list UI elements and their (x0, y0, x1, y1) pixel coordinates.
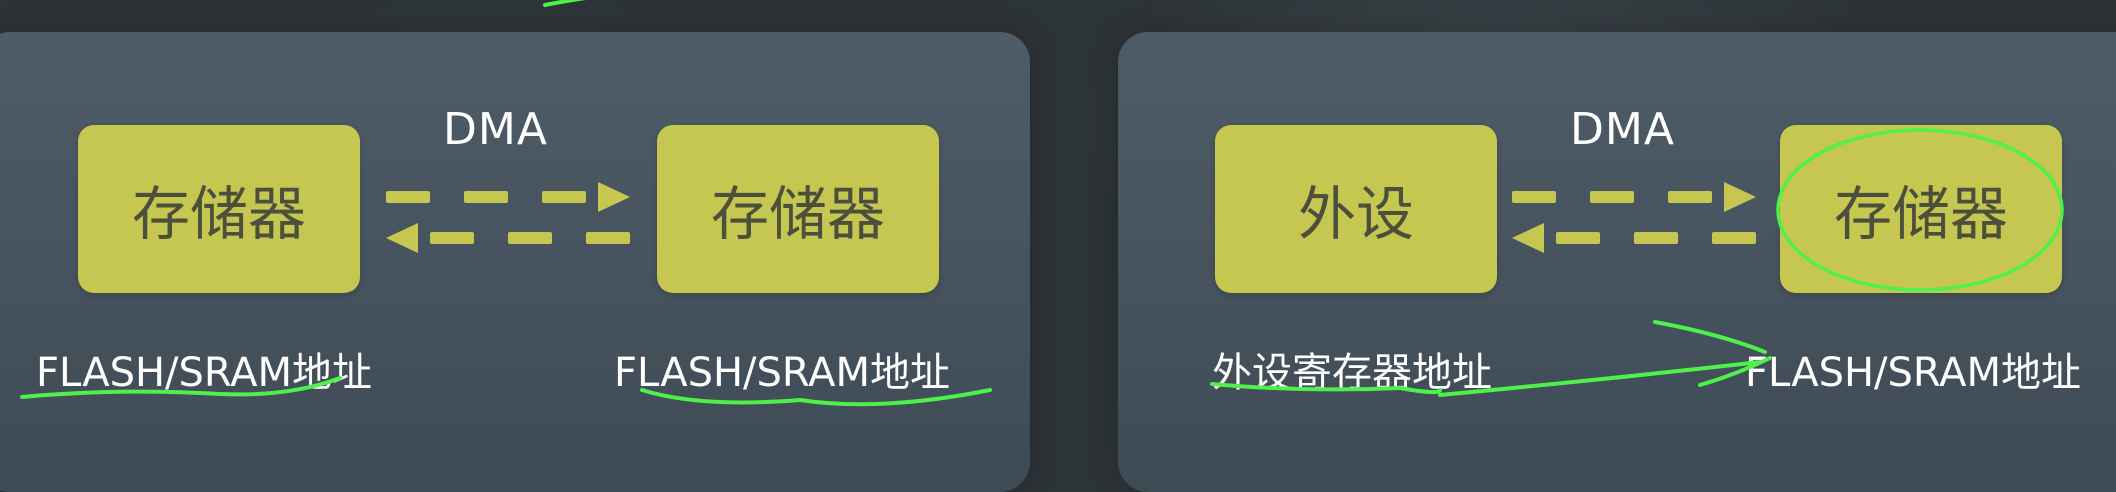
right-dest-address: FLASH/SRAM地址 (1745, 350, 2081, 396)
left-dma-label: DMA (443, 104, 548, 155)
peripheral-box-label: 外设 (1297, 180, 1414, 248)
peripheral-register-address: 外设寄存器地址 (1212, 350, 1492, 396)
left-source-address: FLASH/SRAM地址 (36, 350, 372, 396)
peripheral-box: 外设 (1215, 125, 1497, 293)
left-dest-address: FLASH/SRAM地址 (614, 350, 950, 396)
left-source-memory-box: 存储器 (78, 125, 360, 293)
left-dest-box-label: 存储器 (710, 180, 885, 248)
right-dma-label: DMA (1570, 104, 1675, 155)
top-annotation-stroke (543, 0, 586, 7)
left-dest-memory-box: 存储器 (657, 125, 939, 293)
left-source-box-label: 存储器 (131, 180, 306, 248)
right-dest-box-label: 存储器 (1833, 180, 2008, 248)
right-dest-memory-box: 存储器 (1780, 125, 2062, 293)
